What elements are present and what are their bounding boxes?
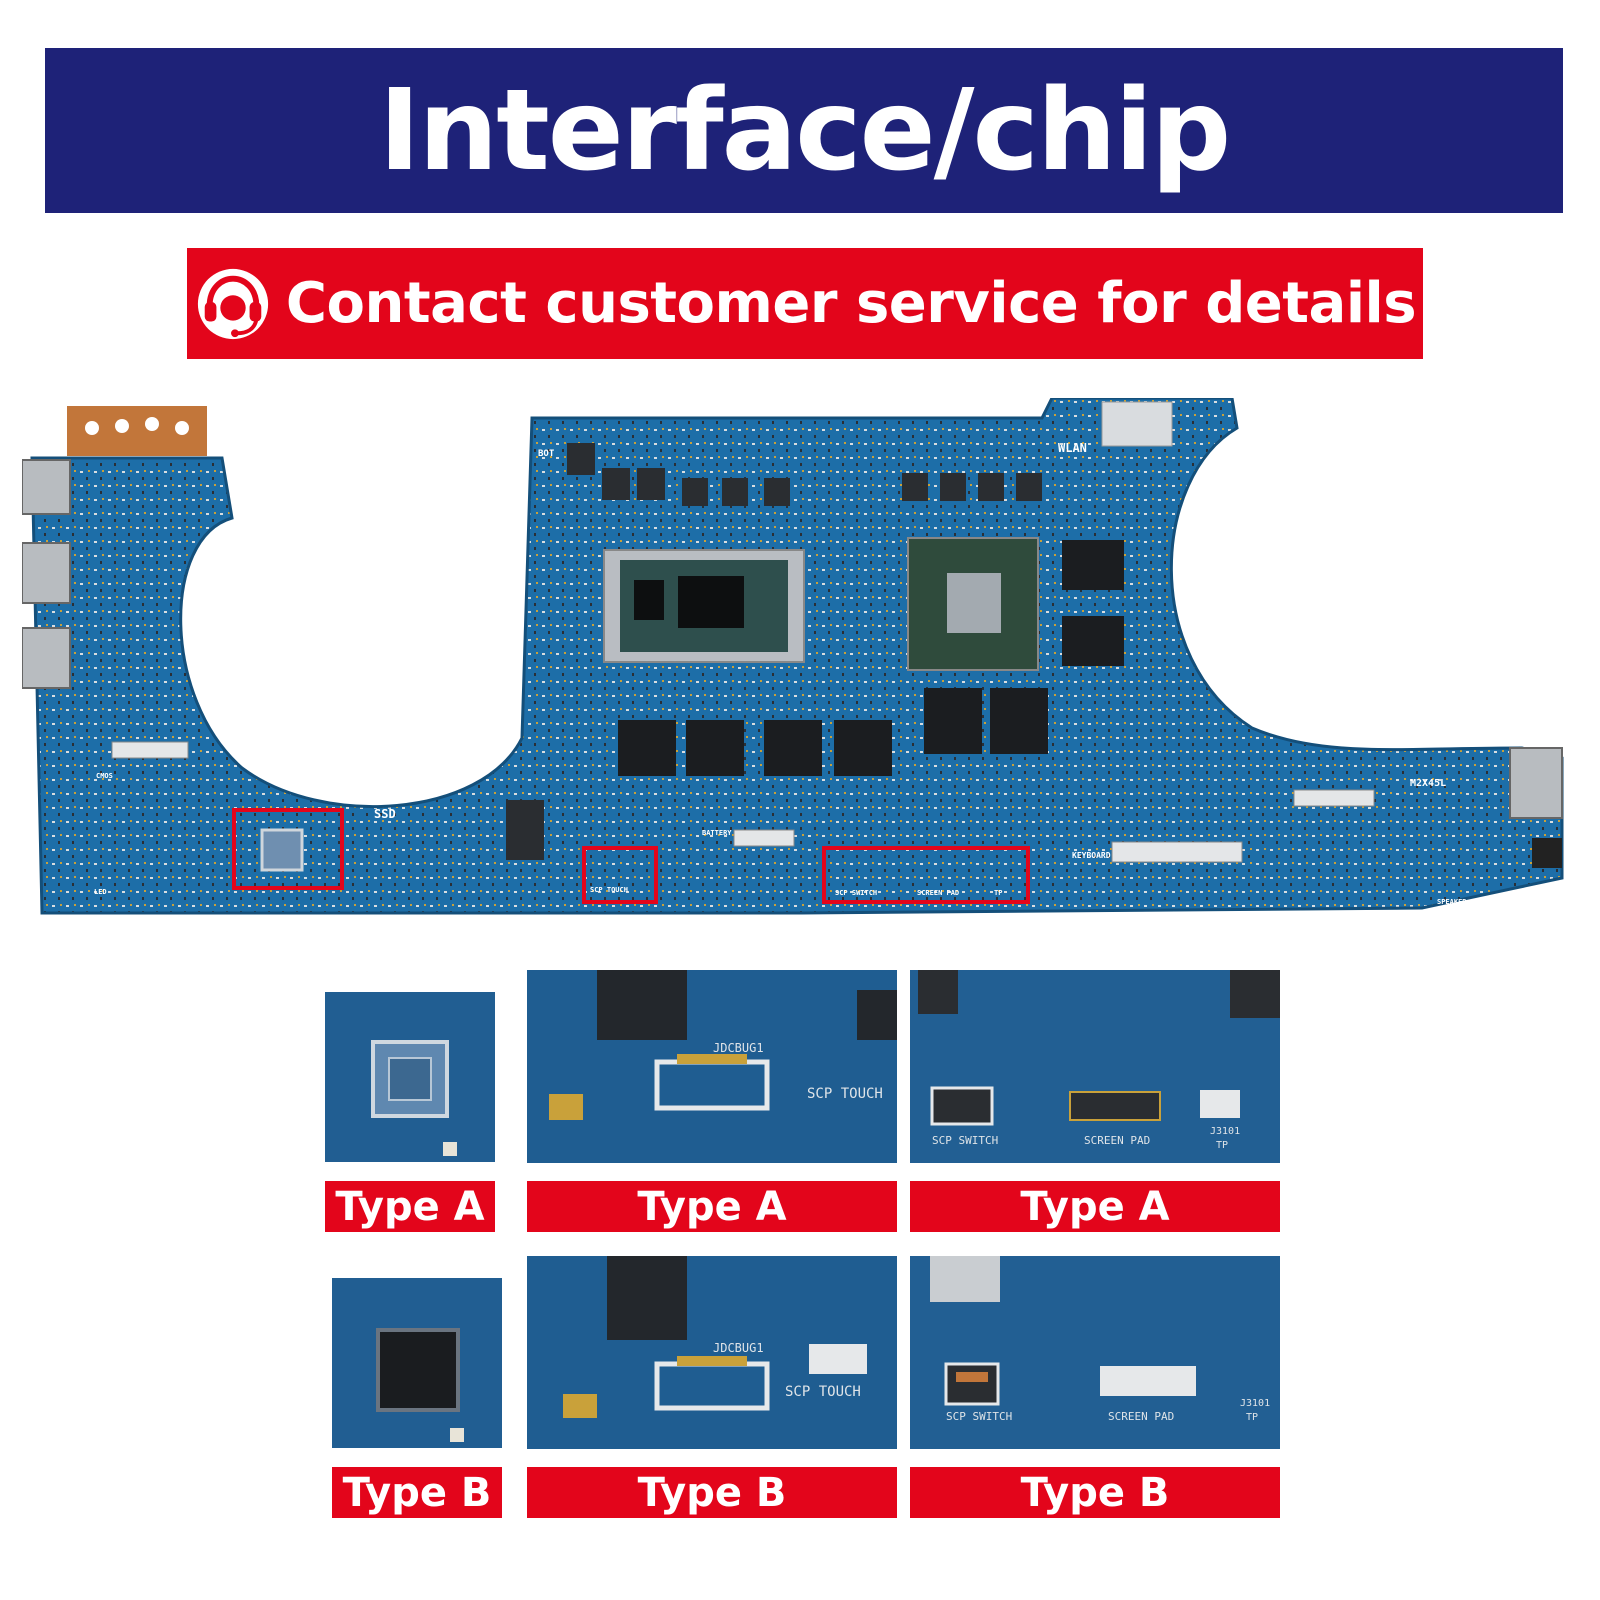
label-type-a-chip: Type A [325, 1181, 495, 1232]
thumb-text-jdcbug-b: JDCBUG1 [713, 1341, 764, 1355]
silk-fan: FAN [504, 719, 519, 728]
title-banner: Interface/chip [45, 48, 1563, 213]
label-type-a-connector: Type A [527, 1181, 897, 1232]
silk-tp: TP [994, 889, 1002, 897]
silk-keyboard: KEYBOARD [1072, 851, 1111, 860]
thumb-text-j3101-b: J3101 [1240, 1398, 1270, 1409]
silk-m2x45l: M2X45L [1410, 778, 1446, 789]
silk-speaker: SPEAKER [1437, 898, 1467, 906]
silk-scp-touch: SCP TOUCH [590, 886, 628, 894]
thumb-text-scp-touch-b: SCP TOUCH [785, 1384, 861, 1400]
silk-battery: BATTERY [702, 829, 732, 837]
thumb-chip-type-a [325, 992, 495, 1162]
page-title: Interface/chip [378, 65, 1231, 196]
label-type-a-switch: Type A [910, 1181, 1280, 1232]
thumb-connector-type-b: JDCBUG1 SCP TOUCH [527, 1256, 897, 1449]
silk-screen-pad: SCREEN PAD [917, 889, 959, 897]
label-type-b-connector: Type B [527, 1467, 897, 1518]
thumb-switch-type-a: SCP SWITCH SCREEN PAD J3101 TP [910, 970, 1280, 1163]
highlight-chip-box [232, 808, 344, 890]
headset-support-icon [197, 268, 269, 339]
motherboard-image: WLAN SSD BOT FAN KEYBOARD M2X45L SCP TOU… [22, 398, 1564, 915]
highlight-scp-touch-box [582, 846, 658, 904]
contact-banner[interactable]: Contact customer service for details [187, 248, 1423, 359]
silk-ssd: SSD [374, 807, 396, 821]
label-type-b-switch: Type B [910, 1467, 1280, 1518]
thumb-text-jdcbug: JDCBUG1 [713, 1041, 764, 1055]
label-type-b-chip: Type B [332, 1467, 502, 1518]
thumb-connector-type-a: JDCBUG1 SCP TOUCH [527, 970, 897, 1163]
silk-bot: BOT [538, 449, 555, 459]
thumb-switch-type-b: SCP SWITCH SCREEN PAD J3101 TP [910, 1256, 1280, 1449]
thumb-text-tp-b: TP [1246, 1412, 1258, 1423]
silk-cmos: CMOS [96, 772, 113, 780]
thumb-text-screen-pad-b: SCREEN PAD [1108, 1410, 1174, 1423]
thumb-text-screen-pad: SCREEN PAD [1084, 1134, 1150, 1147]
thumb-text-scp-touch: SCP TOUCH [807, 1086, 883, 1102]
contact-text: Contact customer service for details [285, 271, 1417, 336]
thumb-chip-type-b [332, 1278, 502, 1448]
thumb-text-scp-switch-b: SCP SWITCH [946, 1410, 1012, 1423]
silk-led: LED [94, 888, 107, 896]
thumb-text-j3101: J3101 [1210, 1126, 1240, 1137]
thumb-text-scp-switch: SCP SWITCH [932, 1134, 998, 1147]
highlight-screenpad-box [822, 846, 1030, 904]
thumb-text-tp: TP [1216, 1140, 1228, 1151]
silk-wlan: WLAN [1058, 441, 1087, 455]
silk-scp-switch: SCP SWITCH [835, 889, 877, 897]
